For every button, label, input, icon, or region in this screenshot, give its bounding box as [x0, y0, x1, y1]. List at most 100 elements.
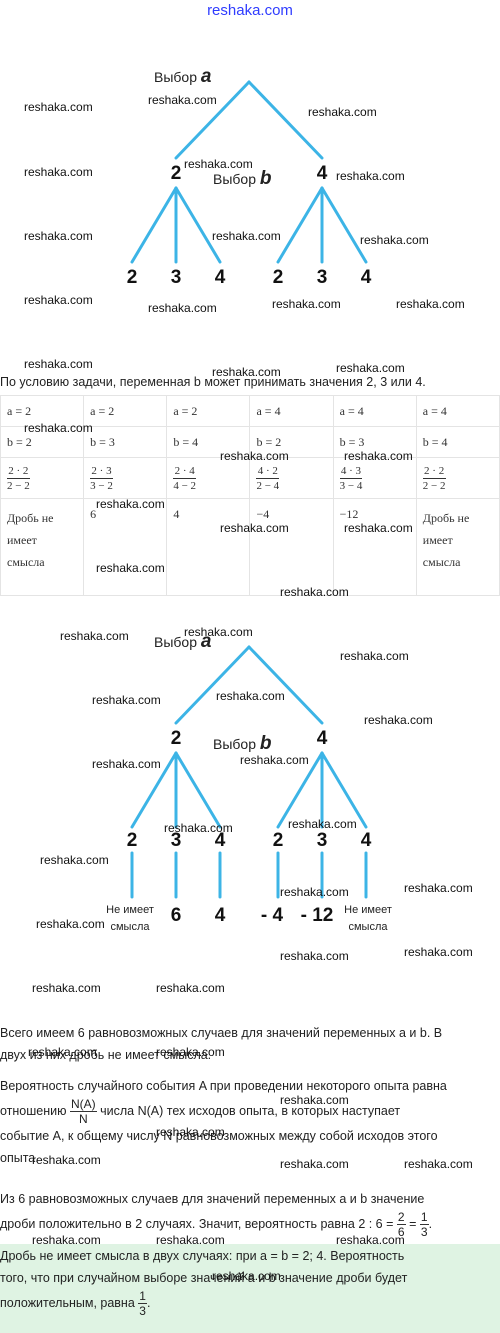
watermark-text: reshaka.com	[288, 817, 357, 831]
table-cell: b = 4	[166, 426, 251, 458]
tree1-level2-node: 3	[170, 267, 182, 288]
watermark-text: reshaka.com	[340, 649, 409, 663]
tree2-level1-node: 2	[170, 728, 182, 749]
tree2-result-node: 6	[170, 905, 182, 926]
result-cell: Дробь не имеет смысла	[0, 498, 85, 596]
cases-table: a = 2 a = 2 a = 2 a = 4 a = 4 a = 4 b = …	[0, 395, 500, 596]
watermark-text: reshaka.com	[336, 1233, 405, 1247]
site-link[interactable]: reshaka.com	[207, 2, 293, 19]
table-cell: a = 4	[332, 395, 417, 427]
tree1-level2-node: 4	[214, 267, 226, 288]
tree1-level2-node: 2	[126, 267, 138, 288]
tree1-level1-node: 2	[170, 163, 182, 184]
watermark-text: reshaka.com	[404, 881, 473, 895]
answer-text: Дробь не имеет смысла в двух случаях: пр…	[0, 1249, 408, 1318]
tree2-level2-node: 4	[214, 830, 226, 851]
choice-tree-1: Выбор a 2 4 Выбор b 2 3 4 2 3 4	[0, 60, 500, 300]
tree2-level2-node: 3	[170, 830, 182, 851]
watermark-text: reshaka.com	[24, 421, 93, 435]
watermark-text: reshaka.com	[92, 693, 161, 707]
watermark-text: reshaka.com	[216, 689, 285, 703]
result-cell: −4	[249, 498, 334, 596]
answer-highlight	[0, 1244, 500, 1333]
table-row-b: b = 2 b = 3 b = 4 b = 2 b = 3 b = 4	[0, 426, 500, 458]
watermark-text: reshaka.com	[404, 1157, 473, 1171]
tree1-level2-node: 4	[360, 267, 372, 288]
table-cell: a = 2	[83, 395, 168, 427]
watermark-text: reshaka.com	[220, 449, 289, 463]
tree2-result-node: Не имеет смысла	[106, 904, 154, 933]
tree-2-lines	[130, 645, 368, 899]
watermark-text: reshaka.com	[156, 1233, 225, 1247]
result-cell: −12	[332, 498, 417, 596]
watermark-text: reshaka.com	[336, 361, 405, 375]
watermark-text: reshaka.com	[364, 713, 433, 727]
watermark-text: reshaka.com	[240, 753, 309, 767]
watermark-text: reshaka.com	[212, 365, 281, 379]
probability-definition-text: Вероятность случайного события A при про…	[0, 1079, 447, 1165]
watermark-text: reshaka.com	[212, 1269, 281, 1283]
tree2-level2-node: 3	[316, 830, 328, 851]
watermark-text: reshaka.com	[164, 821, 233, 835]
watermark-text: reshaka.com	[212, 229, 281, 243]
table-cell: a = 4	[249, 395, 334, 427]
result-cell: 6	[83, 498, 168, 596]
watermark-text: reshaka.com	[32, 1233, 101, 1247]
watermark-text: reshaka.com	[396, 297, 465, 311]
watermark-text: reshaka.com	[32, 981, 101, 995]
watermark-text: reshaka.com	[280, 1157, 349, 1171]
watermark-text: reshaka.com	[156, 981, 225, 995]
watermark-text: reshaka.com	[148, 93, 217, 107]
watermark-text: reshaka.com	[184, 157, 253, 171]
watermark-text: reshaka.com	[36, 917, 105, 931]
watermark-text: reshaka.com	[92, 757, 161, 771]
watermark-text: reshaka.com	[272, 297, 341, 311]
result-cell: 4	[166, 498, 251, 596]
watermark-text: reshaka.com	[220, 521, 289, 535]
watermark-text: reshaka.com	[24, 357, 93, 371]
tree2-result-node: 4	[214, 905, 226, 926]
table-row-a: a = 2 a = 2 a = 2 a = 4 a = 4 a = 4	[0, 395, 500, 427]
choice-tree-2: Выбор a 2 4 Выбор b 2 3 4 2 3 4 Не имеет…	[0, 625, 500, 945]
watermark-text: reshaka.com	[280, 949, 349, 963]
watermark-text: reshaka.com	[184, 625, 253, 639]
watermark-text: reshaka.com	[32, 1153, 101, 1167]
tree2-level2-node: 4	[360, 830, 372, 851]
cases-count-text: Всего имеем 6 равновозможных случаев для…	[0, 1026, 443, 1062]
tree-1-lines	[130, 80, 368, 264]
result-cell: Дробь не имеет смысла	[415, 498, 500, 596]
table-row-result: Дробь не имеет смысла 6 4 −4 −12 Дробь н…	[0, 498, 500, 596]
watermark-text: reshaka.com	[344, 449, 413, 463]
condition-text: По условию задачи, переменная b может пр…	[0, 375, 426, 389]
watermark-text: reshaka.com	[308, 105, 377, 119]
table-cell: a = 2	[0, 395, 85, 427]
watermark-text: reshaka.com	[344, 521, 413, 535]
watermark-text: reshaka.com	[24, 293, 93, 307]
tree2-level2-node: 2	[272, 830, 284, 851]
choice-a-label: Выбор a	[154, 66, 212, 87]
watermark-text: reshaka.com	[28, 1045, 97, 1059]
watermark-text: reshaka.com	[360, 233, 429, 247]
watermark-text: reshaka.com	[24, 229, 93, 243]
watermark-text: reshaka.com	[156, 1125, 225, 1139]
tree1-level2-node: 3	[316, 267, 328, 288]
watermark-text: reshaka.com	[336, 169, 405, 183]
tree2-level2-node: 2	[126, 830, 138, 851]
table-cell: a = 2	[166, 395, 251, 427]
tree1-level1-node: 4	[316, 163, 328, 184]
table-cell: a = 4	[415, 395, 500, 427]
tree2-level1-node: 4	[316, 728, 328, 749]
choice-a-label: Выбор a	[154, 631, 212, 652]
watermark-text: reshaka.com	[156, 1045, 225, 1059]
watermark-text: reshaka.com	[24, 100, 93, 114]
watermark-text: reshaka.com	[60, 629, 129, 643]
watermark-text: reshaka.com	[148, 301, 217, 315]
watermark-text: reshaka.com	[40, 853, 109, 867]
